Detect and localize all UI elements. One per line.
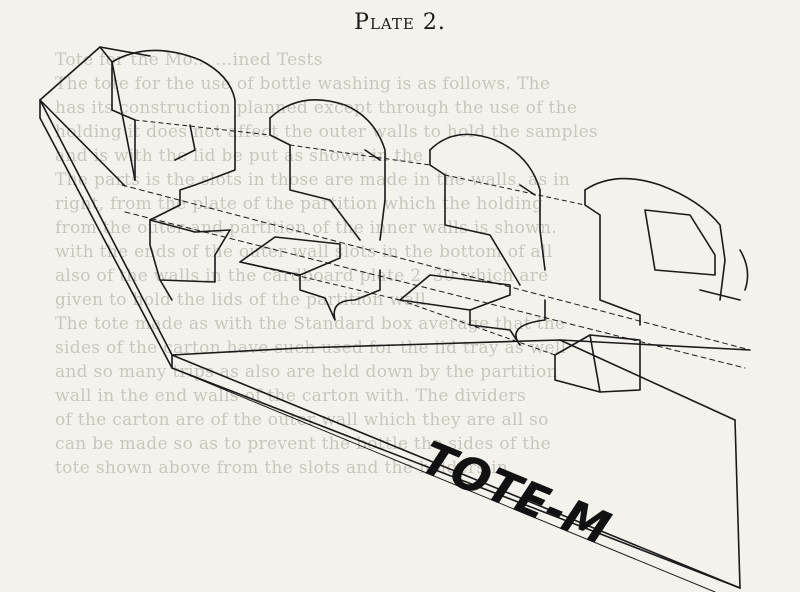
bottle-holder-right [554, 177, 741, 393]
bottle-holder-3 [399, 133, 546, 346]
bleed-through-line: with the ends of the outer wall slots in… [55, 242, 553, 262]
bleed-through-line: can be made so as to prevent the bottle … [55, 434, 551, 454]
bottle-holder-left [111, 49, 236, 301]
bleed-through-line: The tote for the use of bottle washing i… [55, 74, 551, 94]
bleed-through-line: wall in the end walls of the carton with… [55, 386, 527, 406]
bleed-through-line: of the carton are of the outer wall whic… [55, 410, 549, 430]
plate-title: Plate 2. [354, 10, 446, 35]
tray-outline [39, 46, 751, 592]
bleed-through-line: and so many trips as also are held down … [55, 362, 558, 382]
bleed-through-line: Tote for the Mo... ...ined Tests [55, 50, 323, 70]
fold-lines [134, 119, 586, 356]
bottle-holder-2 [239, 99, 386, 321]
brand-logo: TOTE-M [414, 430, 618, 555]
bleed-through-line: from the outer and partition of the inne… [55, 218, 557, 238]
bleed-through-line: The parts is the slots in those are made… [55, 170, 571, 190]
bleed-through-line: The tote made as with the Standard box a… [55, 314, 566, 334]
bleed-through-line: tote shown above from the slots and the … [55, 458, 509, 478]
bleed-through-line: has its construction planned except thro… [55, 98, 578, 118]
